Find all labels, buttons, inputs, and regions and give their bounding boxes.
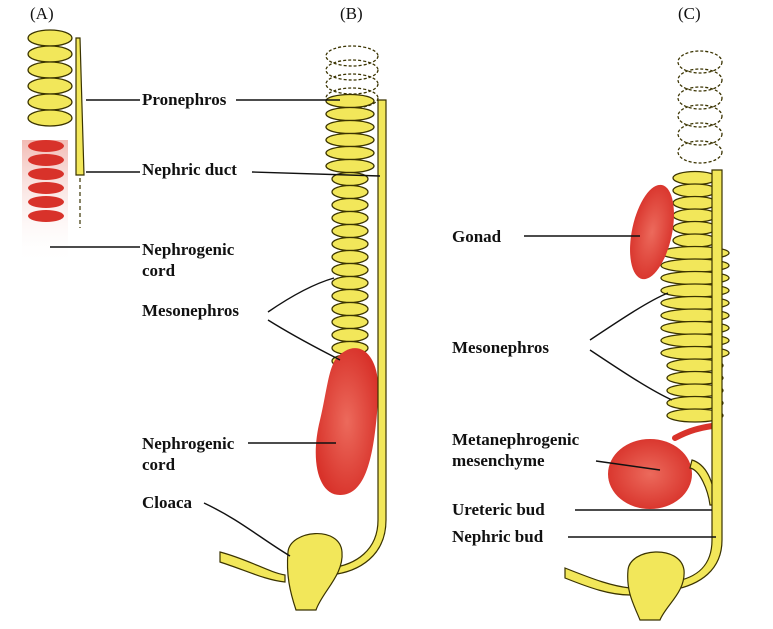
nephric-duct-label: Nephric duct: [142, 160, 237, 179]
metanephrogenic-label-line1: Metanephrogenic: [452, 430, 579, 449]
pronephros-tubule-a: [28, 62, 72, 78]
mesonephric-tubule-b: [326, 134, 374, 147]
mesonephric-tubule-b: [332, 212, 368, 225]
nephrogenic-cord-b-label-line2: cord: [142, 455, 175, 474]
mesonephros-c-leader-2: [590, 350, 672, 400]
mesonephros-b-leader-2: [268, 320, 340, 360]
mesonephric-tubule-c: [673, 222, 717, 235]
nephrogenic-cord-a-label-line1: Nephrogenic: [142, 240, 234, 259]
degenerated-tubule-c: [678, 123, 722, 145]
pronephros-tubule-a: [28, 30, 72, 46]
mesonephric-tubule-c: [673, 197, 717, 210]
mesonephros-c-label: Mesonephros: [452, 338, 549, 357]
cloaca-left-c: [565, 568, 630, 595]
mesonephric-tubule-b: [332, 251, 368, 264]
degenerated-tubule-c: [678, 51, 722, 73]
panel-c-drawing: [565, 51, 729, 620]
mesonephric-tubule-b: [332, 225, 368, 238]
degenerated-tubule-c: [678, 141, 722, 163]
mesonephric-tubule-b: [326, 95, 374, 108]
nephric-duct-a: [76, 38, 84, 175]
mesonephric-tubule-b: [332, 277, 368, 290]
mesonephric-tubule-c: [673, 209, 717, 222]
degenerated-tubule-c: [678, 105, 722, 127]
mesonephric-tubule-b: [326, 147, 374, 160]
cloaca-label: Cloaca: [142, 493, 192, 512]
cloaca-left-b: [220, 552, 285, 582]
cloaca-c: [628, 552, 684, 620]
mesonephric-tubule-b: [332, 316, 368, 329]
panel-c-label: (C): [678, 4, 701, 24]
red-tubule-a: [28, 182, 64, 194]
mesonephric-tubule-b: [332, 186, 368, 199]
mesonephric-tubule-b: [326, 121, 374, 134]
panel-a-label: (A): [30, 4, 54, 24]
panel-a-drawing: [22, 30, 84, 265]
mesonephric-tubule-b: [332, 290, 368, 303]
mesonephric-tubule-c: [673, 184, 717, 197]
mesonephric-tubule-b: [332, 264, 368, 277]
mesonephros-b-label: Mesonephros: [142, 301, 239, 320]
mesonephric-tubule-c: [673, 234, 717, 247]
cloaca-b: [287, 534, 342, 610]
nephrogenic-cord-a-label-line2: cord: [142, 261, 175, 280]
pronephros-tubule-a: [28, 110, 72, 126]
mesonephric-tubule-b: [332, 303, 368, 316]
mesonephros-c-leader-1: [590, 293, 668, 340]
ureteric-bud-label: Ureteric bud: [452, 500, 545, 519]
red-tubule-a: [28, 154, 64, 166]
nephrogenic-cord-b: [316, 348, 379, 495]
mesonephric-tubule-b: [332, 329, 368, 342]
pronephros-tubule-a: [28, 94, 72, 110]
nephric-bud-label: Nephric bud: [452, 527, 543, 546]
mesonephric-tubule-b: [332, 199, 368, 212]
panel-b-drawing: [220, 46, 386, 610]
metanephrogenic-mesenchyme-c: [608, 439, 692, 509]
mesonephric-tubule-c: [673, 172, 717, 185]
mesonephros-b-leader-1: [268, 278, 334, 312]
pronephros-tubule-a: [28, 78, 72, 94]
red-tubule-a: [28, 210, 64, 222]
pronephros-tubule-a: [28, 46, 72, 62]
metanephrogenic-label-line2: mesenchyme: [452, 451, 545, 470]
gonad-label: Gonad: [452, 227, 501, 246]
mesonephric-tubule-b: [326, 108, 374, 121]
red-strip-c: [675, 426, 712, 438]
panel-b-label: (B): [340, 4, 363, 24]
red-tubule-a: [28, 168, 64, 180]
cloaca-leader: [204, 503, 290, 556]
mesonephric-tubule-b: [332, 238, 368, 251]
red-tubule-a: [28, 196, 64, 208]
nephrogenic-cord-b-label-line1: Nephrogenic: [142, 434, 234, 453]
mesonephric-tubule-b: [326, 160, 374, 173]
pronephros-label: Pronephros: [142, 90, 226, 109]
degenerated-tubule-c: [678, 69, 722, 91]
red-tubule-a: [28, 140, 64, 152]
degenerated-tubule-c: [678, 87, 722, 109]
